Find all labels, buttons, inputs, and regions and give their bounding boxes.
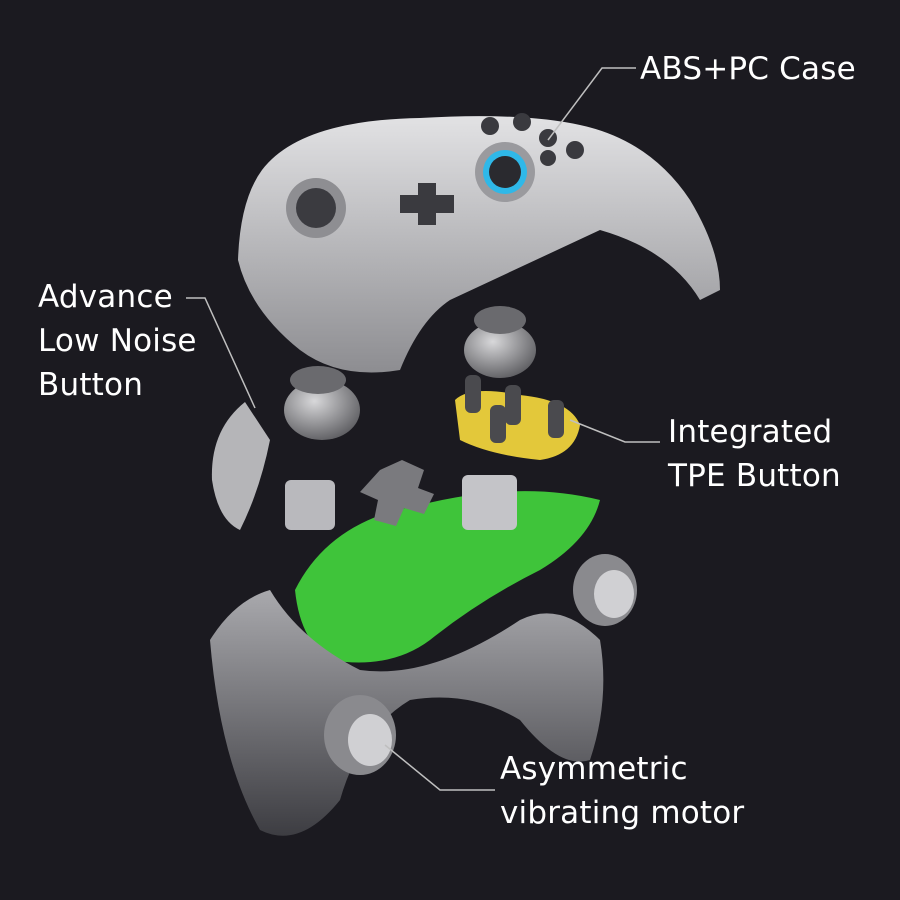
callout-text: Asymmetric bbox=[500, 751, 688, 787]
callout-text: Advance bbox=[38, 279, 173, 315]
leader-button bbox=[186, 297, 256, 409]
top-case bbox=[238, 113, 720, 373]
leader-lines bbox=[186, 67, 660, 791]
bumper-button bbox=[211, 402, 270, 530]
tpe-button-assembly bbox=[455, 375, 580, 460]
leader-tpe bbox=[569, 419, 660, 443]
callout-text: Button bbox=[38, 367, 144, 403]
left-stick-module bbox=[285, 480, 335, 530]
callout-text: vibrating motor bbox=[500, 795, 745, 831]
thumbsticks bbox=[284, 306, 536, 440]
callout-text: ABS+PC Case bbox=[640, 51, 856, 87]
vibration-motors bbox=[324, 554, 637, 775]
right-stick-module bbox=[462, 475, 517, 530]
leader-motor bbox=[384, 744, 495, 791]
callout-tpe-button: Integrated TPE Button bbox=[668, 410, 841, 498]
callout-text: Integrated bbox=[668, 414, 833, 450]
bottom-case bbox=[210, 590, 604, 836]
leader-case bbox=[547, 67, 636, 141]
pcb-board bbox=[295, 491, 600, 663]
callout-low-noise-button: Advance Low Noise Button bbox=[38, 275, 197, 407]
dpad bbox=[360, 460, 434, 526]
callout-abs-pc-case: ABS+PC Case bbox=[640, 47, 856, 91]
callout-text: TPE Button bbox=[668, 458, 841, 494]
callout-vibrating-motor: Asymmetric vibrating motor bbox=[500, 747, 744, 835]
callout-text: Low Noise bbox=[38, 323, 197, 359]
